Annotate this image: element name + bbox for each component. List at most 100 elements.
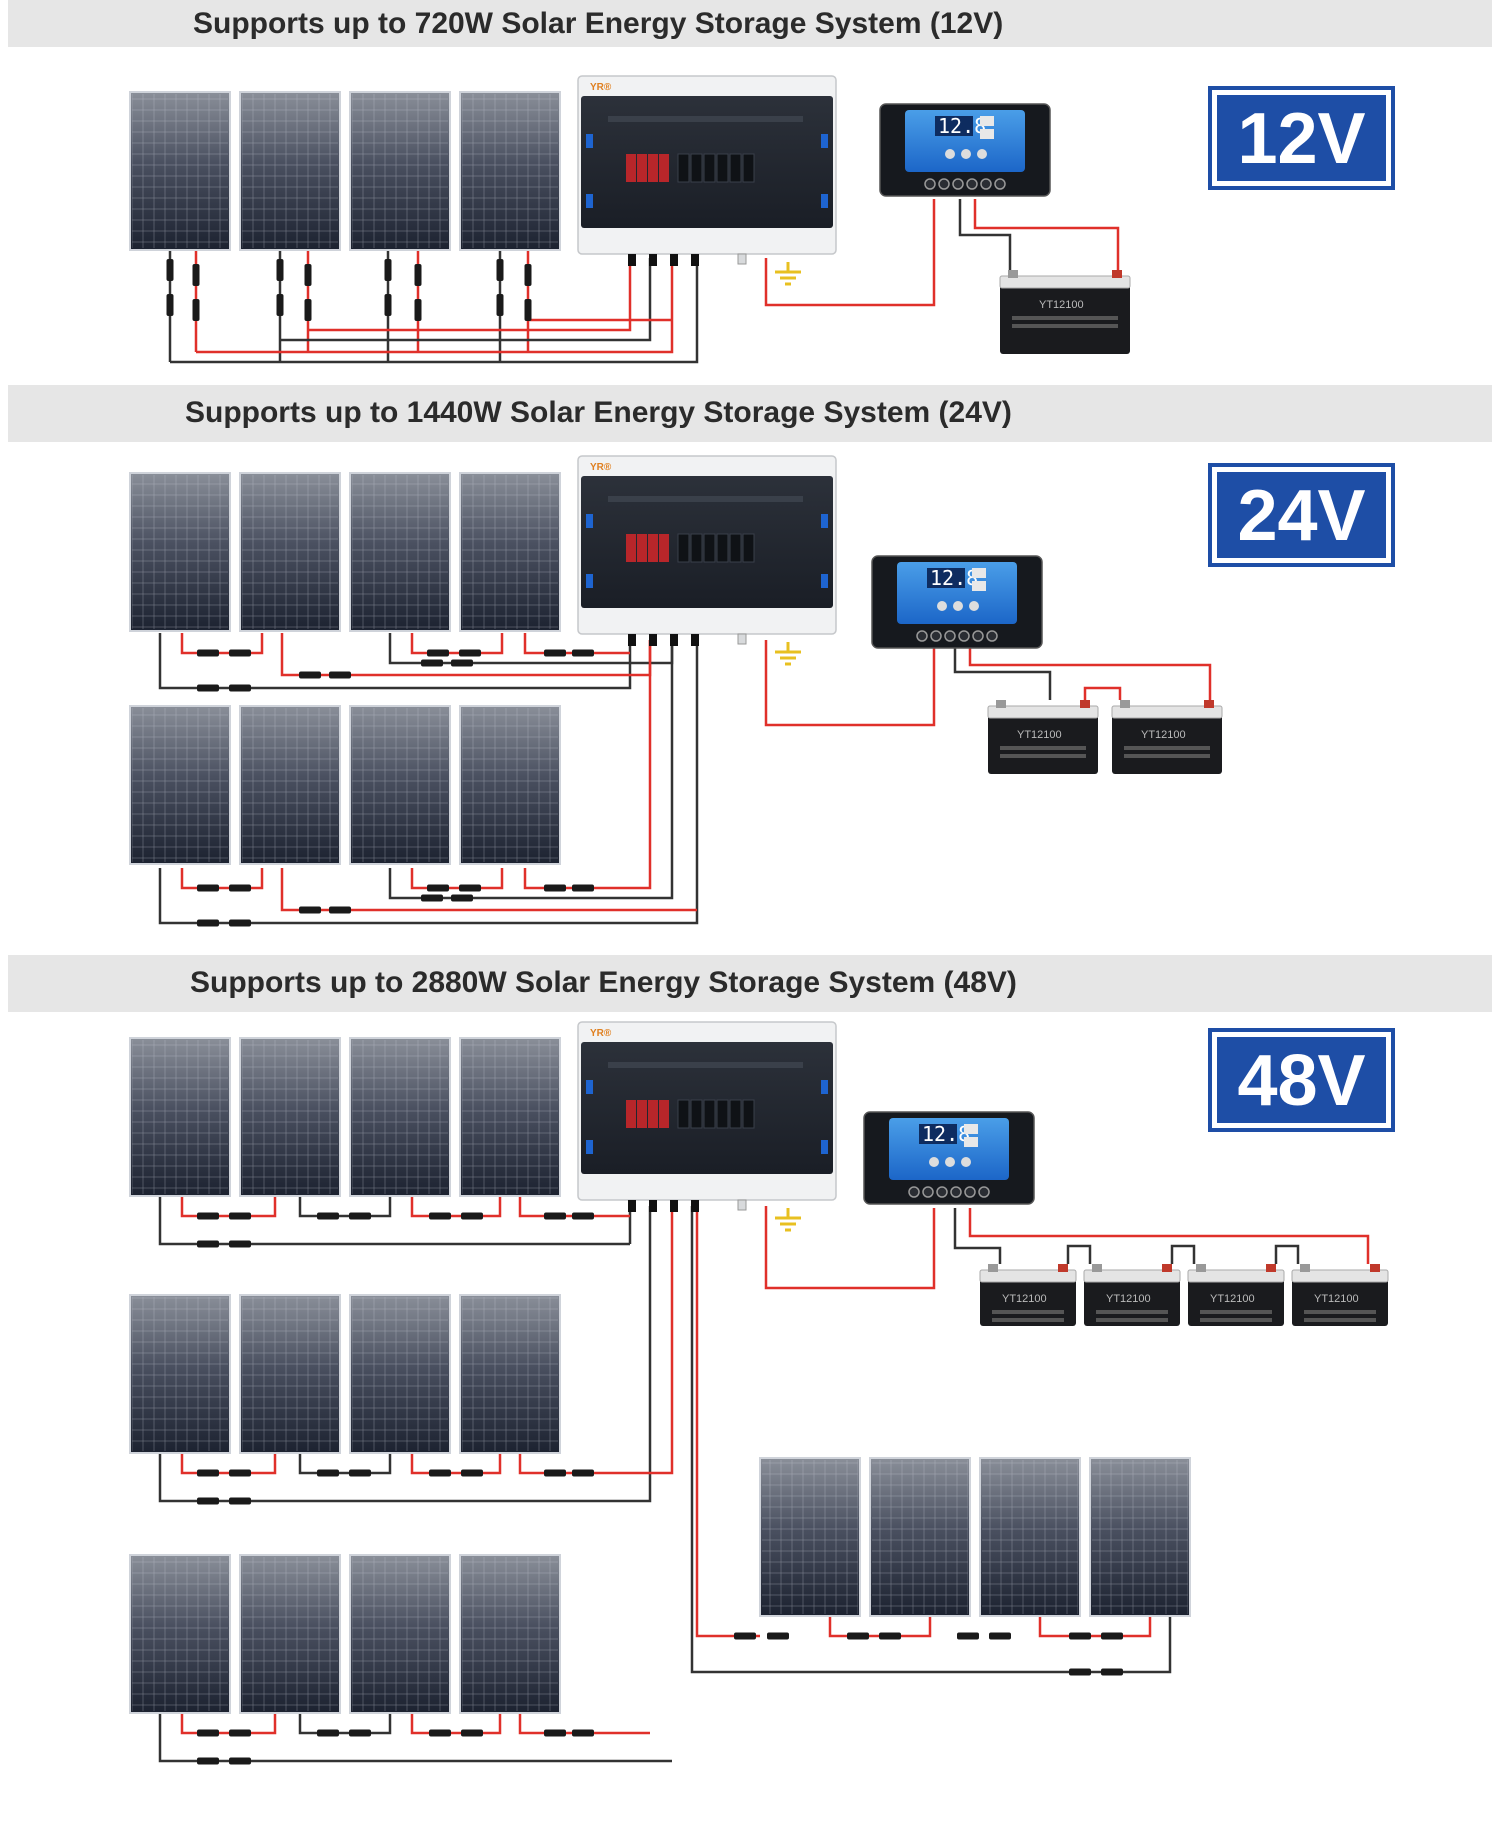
series-link xyxy=(180,1713,277,1735)
connector-body xyxy=(572,1212,594,1220)
connector-body xyxy=(572,1469,594,1477)
mc4-connector xyxy=(524,264,532,286)
pe-gland xyxy=(737,253,747,265)
connector-body xyxy=(572,649,594,657)
solar-panel xyxy=(349,472,451,632)
homerun-negative xyxy=(158,640,699,925)
section-header-12v: Supports up to 720W Solar Energy Storage… xyxy=(8,0,1492,47)
panel-cells xyxy=(462,1297,558,1451)
series-link xyxy=(298,1453,392,1475)
mc4-connector xyxy=(421,894,443,902)
solar-panel xyxy=(459,1037,561,1197)
solar-panel xyxy=(349,1294,451,1454)
connector-body xyxy=(461,1469,483,1477)
pe-gland xyxy=(737,633,747,645)
controller-button xyxy=(977,149,987,159)
connector-body xyxy=(461,1729,483,1737)
battery-print xyxy=(1200,1318,1272,1322)
series-link xyxy=(180,1196,277,1218)
section-title: Supports up to 2880W Solar Energy Storag… xyxy=(190,966,1017,999)
battery-label: YT12100 xyxy=(1314,1293,1359,1305)
battery-terminal xyxy=(1080,700,1090,708)
solar-panel xyxy=(129,1294,231,1454)
battery-terminal xyxy=(1204,700,1214,708)
connector-body xyxy=(197,1240,219,1248)
panel-cells xyxy=(462,475,558,629)
solar-panel xyxy=(239,1294,341,1454)
connector-body xyxy=(496,259,504,281)
connector-body xyxy=(767,1632,789,1640)
battery-print xyxy=(1124,746,1210,750)
connector-body xyxy=(229,1469,251,1477)
mc4-connector xyxy=(229,1469,251,1477)
mc4-connector xyxy=(192,299,200,321)
homerun-positive xyxy=(600,1206,674,1475)
badge-label: 12V xyxy=(1237,99,1365,179)
cable-gland xyxy=(649,634,657,646)
connector-body xyxy=(317,1729,339,1737)
controller-lcd xyxy=(927,568,965,588)
controller-button xyxy=(953,601,963,611)
mc4-connector xyxy=(544,1469,566,1477)
hinge-left xyxy=(586,514,593,528)
homerun-positive xyxy=(523,633,630,655)
homerun-negative xyxy=(630,1206,652,1503)
usb-port xyxy=(964,1137,978,1147)
connector-body xyxy=(1069,1632,1091,1640)
mc4-connector xyxy=(847,1632,869,1640)
controller-lcd xyxy=(919,1124,957,1144)
panel-cells xyxy=(242,1557,338,1711)
mc4-connector xyxy=(166,294,174,316)
battery-terminal xyxy=(1162,1264,1172,1272)
controller-to-battery-neg xyxy=(953,1208,1002,1264)
hinge-right xyxy=(821,574,828,588)
connector-body xyxy=(544,1729,566,1737)
breaker xyxy=(677,153,690,183)
voltage-badge: 12V xyxy=(1208,86,1395,190)
battery: YT12100 xyxy=(1111,700,1223,774)
panel-cells xyxy=(982,1460,1078,1614)
panel-cells xyxy=(132,94,228,248)
pv-to-controller xyxy=(764,640,936,727)
controller-button xyxy=(945,149,955,159)
battery-terminal xyxy=(1058,1264,1068,1272)
battery-terminal xyxy=(1112,270,1122,278)
cable-gland xyxy=(691,1200,699,1212)
mc4-connector xyxy=(349,1212,371,1220)
panel-cells xyxy=(242,475,338,629)
panel-cells xyxy=(462,708,558,862)
connector-body xyxy=(197,1757,219,1765)
breaker xyxy=(703,1099,716,1129)
charge-controller: 12.8 xyxy=(863,1111,1035,1205)
series-link xyxy=(410,1713,502,1735)
mc4-connector xyxy=(197,1240,219,1248)
mc4-connector xyxy=(1069,1668,1091,1676)
battery-print xyxy=(1012,324,1118,328)
badge-label: 48V xyxy=(1237,1041,1365,1121)
terminal-screw xyxy=(966,178,978,190)
battery-print xyxy=(1012,316,1118,320)
connector-body xyxy=(427,884,449,892)
mc4-connector xyxy=(767,1632,789,1640)
series-link xyxy=(410,868,504,890)
connector-body xyxy=(299,671,321,679)
fuse-holder xyxy=(626,534,636,562)
mc4-connector xyxy=(197,1469,219,1477)
connector-body xyxy=(421,894,443,902)
mc4-connector xyxy=(496,259,504,281)
battery-terminal xyxy=(1120,700,1130,708)
panel-cells xyxy=(352,708,448,862)
mc4-connector xyxy=(384,259,392,281)
connector-body xyxy=(229,684,251,692)
connector-body xyxy=(166,294,174,316)
pv-to-controller xyxy=(764,199,936,307)
panel-cells xyxy=(462,1557,558,1711)
fuse-holder xyxy=(637,1100,647,1128)
connector-body xyxy=(192,299,200,321)
solar-panel xyxy=(349,1554,451,1714)
controller-to-battery-neg xyxy=(958,199,1012,270)
din-rail xyxy=(608,116,803,122)
series-link xyxy=(298,1196,392,1218)
breaker xyxy=(677,1099,690,1129)
